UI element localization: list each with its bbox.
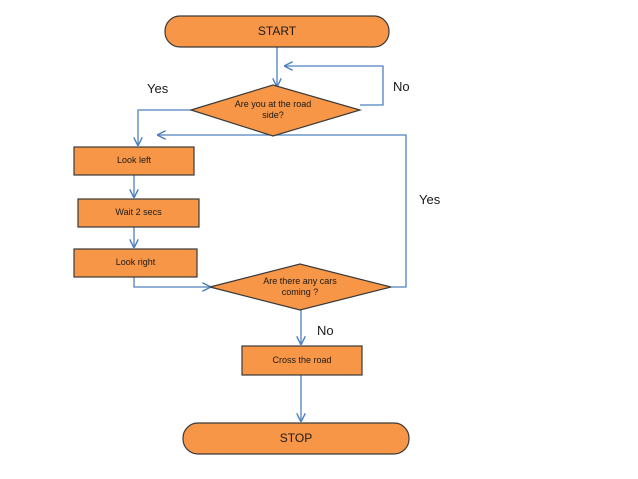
look-right-box — [73, 248, 198, 278]
cars-yes-label: Yes — [419, 192, 441, 207]
wait-box — [77, 198, 200, 228]
stop-terminal — [182, 422, 410, 455]
cross-road-box — [241, 345, 363, 376]
look-left-box — [73, 146, 195, 176]
roadside-decision — [188, 84, 363, 137]
edge-lookright-to-cars — [133, 277, 210, 287]
cars-decision — [209, 263, 392, 311]
edge-roadside-yes — [138, 109, 191, 145]
cars-no-label: No — [317, 323, 334, 338]
edge-cars-yes-loop — [158, 135, 407, 288]
edge-roadside-no-loop — [285, 66, 384, 106]
start-terminal — [164, 15, 390, 48]
roadside-no-label: No — [393, 79, 410, 94]
roadside-yes-label: Yes — [147, 81, 169, 96]
